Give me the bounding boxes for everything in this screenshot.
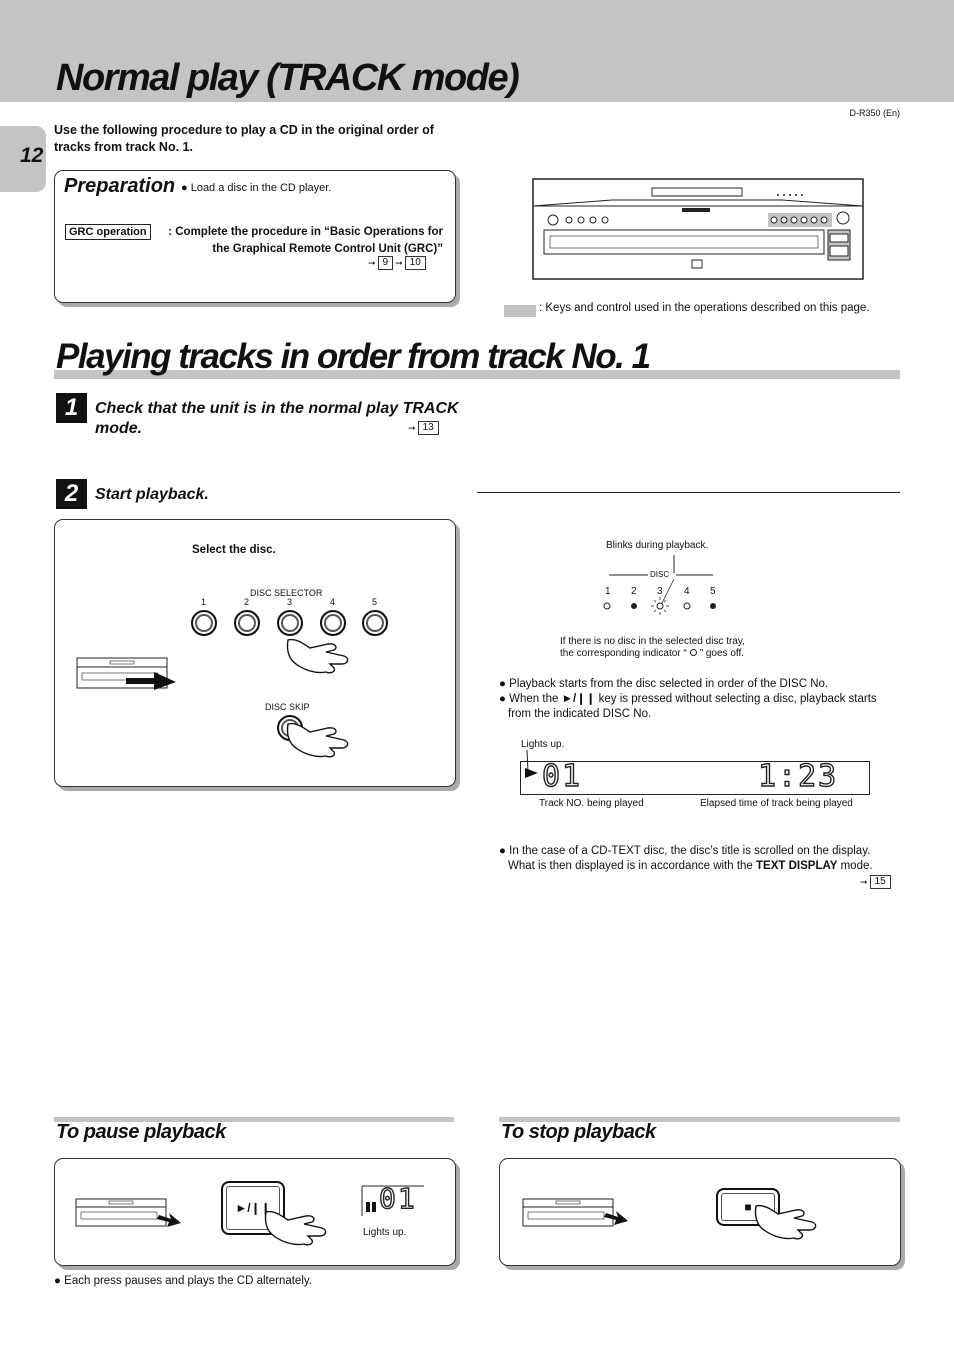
lcd-elapsed-time: 1:23 (757, 759, 839, 794)
disc-selector-label: DISC SELECTOR (250, 588, 323, 598)
model-code: D-R350 (En) (849, 108, 900, 118)
page-ref: 9 (377, 256, 394, 270)
step-1-text: Check that the unit is in the normal pla… (95, 400, 459, 437)
note-text: When the (509, 693, 562, 705)
page-title: Normal play (TRACK mode) (56, 57, 520, 99)
page-ref: 15 (869, 875, 891, 889)
indicator-number: 4 (684, 586, 690, 597)
note-text: In the case of a CD-TEXT disc, the disc’… (509, 845, 871, 857)
note-text: from the indicated DISC No. (508, 708, 652, 720)
play-pause-key[interactable]: ►/❙❙ (221, 1181, 285, 1235)
playback-notes: ● Playback starts from the disc selected… (499, 677, 904, 722)
pointing-hand-icon (286, 638, 349, 674)
page-ref: 10 (404, 256, 426, 270)
disc-2-button[interactable] (234, 610, 260, 636)
disc-indicator-label: DISC (650, 570, 670, 579)
page-number: 12 (20, 144, 44, 167)
legend-swatch (504, 305, 536, 317)
track-caption: Track NO. being played (539, 798, 644, 809)
disc-1-button[interactable] (191, 610, 217, 636)
indicator-number: 5 (710, 586, 716, 597)
preparation-box (54, 170, 456, 303)
right-column-rule (477, 492, 900, 493)
disc-indicator-diagram (603, 555, 716, 615)
disc-number: 5 (372, 597, 378, 607)
indicator-circle-icon (689, 649, 697, 656)
legend-text: : Keys and control used in the operation… (539, 302, 870, 314)
indicator-number: 1 (605, 586, 611, 597)
stop-title: To stop playback (501, 1121, 656, 1143)
disc-5-button[interactable] (362, 610, 388, 636)
note-text: Playback starts from the disc selected i… (509, 678, 829, 690)
disc-skip-label: DISC SKIP (265, 702, 310, 712)
disc-selector-box (54, 519, 456, 787)
pointing-hand-icon (754, 1204, 817, 1240)
preparation-title: Preparation (64, 175, 176, 197)
cd-player-small-illustration (522, 1198, 628, 1227)
page-ref: 13 (417, 421, 439, 435)
arrow-icon: ➞ (395, 257, 403, 268)
blinks-note: Blinks during playback. (606, 540, 709, 551)
disc-number: 3 (287, 597, 293, 607)
pause-lights-up: Lights up. (363, 1227, 407, 1238)
select-disc-label: Select the disc. (192, 544, 276, 556)
grc-label: GRC operation (65, 224, 151, 240)
note-text: Each press pauses and plays the CD alter… (64, 1275, 312, 1287)
cd-player-small-illustration (76, 657, 176, 690)
cd-text-note: ● In the case of a CD-TEXT disc, the dis… (499, 844, 904, 874)
pointing-hand-icon (264, 1210, 327, 1246)
grc-page-refs: ➞9 ➞10 (368, 256, 426, 270)
arrow-icon: ➞ (860, 876, 868, 887)
note-line: What is then displayed is in accordance … (499, 859, 904, 874)
disc-number: 2 (244, 597, 250, 607)
lights-up-note: Lights up. (521, 739, 565, 750)
no-disc-note-text: the corresponding indicator “ (560, 648, 687, 659)
intro-text: Use the following procedure to play a CD… (54, 123, 434, 154)
pause-rule (54, 1117, 454, 1122)
disc-number: 4 (330, 597, 336, 607)
section-title: Playing tracks in order from track No. 1 (56, 337, 651, 376)
list-item: ● When the ►/❙❙ key is pressed without s… (499, 693, 877, 705)
no-disc-note-text: ” goes off. (699, 648, 745, 659)
text-display-key-label: TEXT DISPLAY (756, 860, 838, 872)
pause-display (361, 1185, 424, 1216)
step-2-text: Start playback. (95, 486, 209, 503)
pause-title: To pause playback (56, 1121, 226, 1143)
preparation-step-text: Load a disc in the CD player. (190, 182, 332, 194)
arrow-icon: ➞ (408, 422, 416, 433)
stop-rule (499, 1117, 900, 1122)
lcd-display (520, 761, 870, 795)
indicator-number: 3 (657, 586, 663, 597)
cd-player-small-illustration (75, 1198, 181, 1227)
note-text: key is pressed without selecting a disc,… (595, 693, 877, 705)
disc-4-button[interactable] (320, 610, 346, 636)
grc-text: : Complete the procedure in “Basic Opera… (168, 226, 443, 255)
list-item: ● Playback starts from the disc selected… (499, 678, 829, 690)
list-item: ● In the case of a CD-TEXT disc, the dis… (499, 845, 871, 857)
preparation-step: ● Load a disc in the CD player. (181, 182, 332, 194)
cd-text-ref: ➞15 (860, 875, 891, 889)
no-disc-note: If there is no disc in the selected disc… (560, 636, 745, 660)
arrow-icon: ➞ (368, 257, 376, 268)
cd-player-illustration (532, 178, 864, 280)
header-bar (0, 0, 954, 102)
pointing-hand-icon (286, 722, 349, 758)
page-tab (0, 126, 46, 192)
time-caption: Elapsed time of track being played (700, 798, 853, 809)
step-1-number: 1 (56, 393, 87, 423)
disc-number: 1 (201, 597, 207, 607)
play-pause-key-label: ►/❙❙ (561, 693, 596, 705)
section-rule (54, 370, 900, 379)
disc-3-button[interactable] (277, 610, 303, 636)
note-text: What is then displayed is in accordance … (508, 860, 757, 872)
no-disc-note-line-1: If there is no disc in the selected disc… (560, 636, 745, 647)
lcd-track-number: 01 (541, 759, 583, 794)
step-1-ref: ➞13 (408, 421, 439, 435)
no-disc-note-line-2: the corresponding indicator “ ” goes off. (560, 648, 745, 660)
step-2-number: 2 (56, 479, 87, 509)
note-text: mode. (837, 860, 873, 872)
pause-note: ● Each press pauses and plays the CD alt… (54, 1275, 312, 1287)
pause-display-track: 01 (378, 1181, 417, 1215)
indicator-number: 2 (631, 586, 637, 597)
